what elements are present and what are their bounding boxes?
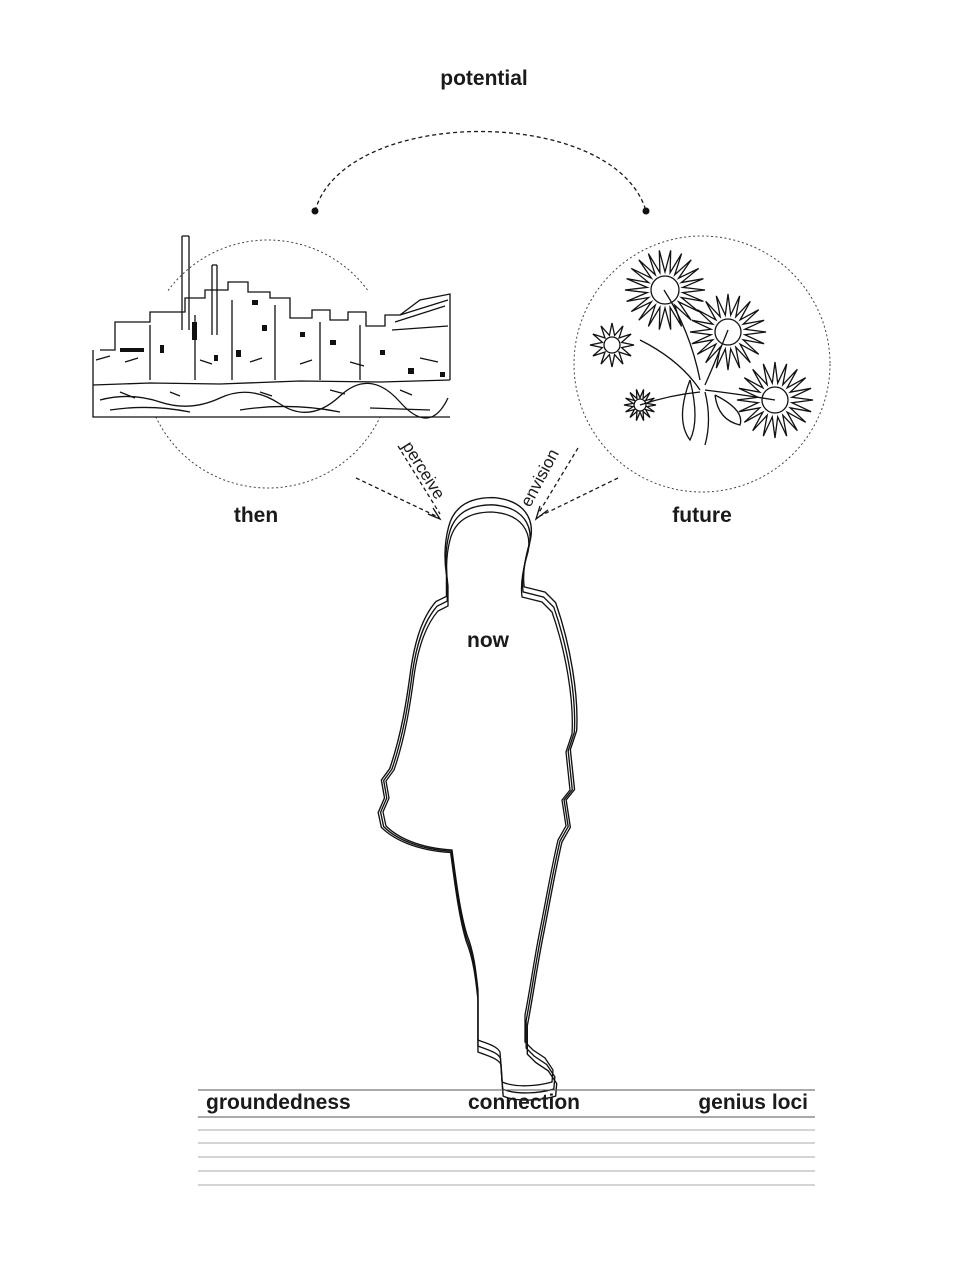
term-connection: connection	[468, 1091, 580, 1114]
sunflower-head	[624, 250, 706, 330]
arc-endpoint-right	[642, 207, 650, 215]
label-perceive: perceive	[399, 438, 449, 503]
sunflower-head	[689, 293, 767, 371]
arc-endpoint-left	[311, 207, 319, 215]
label-envision: envision	[517, 446, 563, 510]
term-genius-loci: genius loci	[698, 1091, 808, 1114]
label-then: then	[234, 504, 278, 527]
sunflower-illustration	[589, 250, 814, 446]
sunflower-head	[623, 389, 657, 421]
industrial-ruin-illustration	[92, 235, 451, 419]
potential-arc	[314, 131, 647, 212]
envision-arrows	[534, 447, 619, 521]
term-groundedness: groundedness	[206, 1091, 351, 1114]
label-now: now	[467, 629, 510, 652]
label-future: future	[672, 504, 732, 527]
sunflower-head	[736, 361, 814, 439]
future-circle	[573, 235, 831, 493]
person-silhouette	[377, 496, 578, 1101]
label-potential: potential	[440, 67, 528, 90]
perceive-arrows	[355, 445, 442, 521]
sunflower-head	[589, 322, 635, 368]
